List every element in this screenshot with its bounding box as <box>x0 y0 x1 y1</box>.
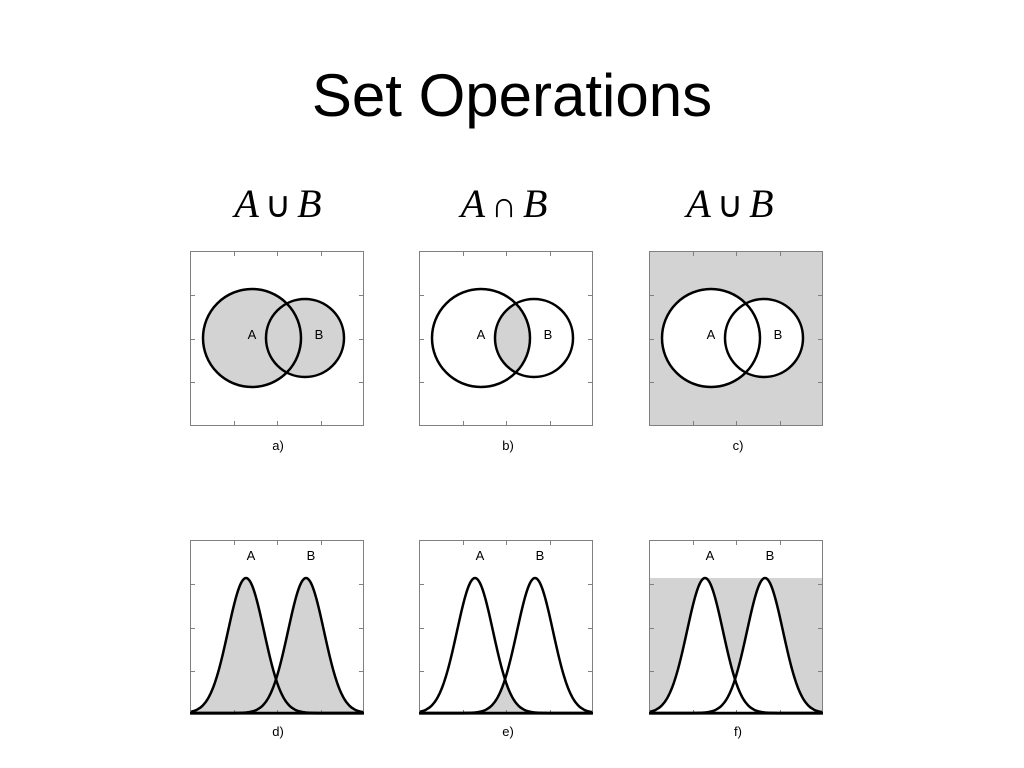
set-b-circle <box>264 297 346 379</box>
set-a-label: A <box>248 327 257 342</box>
union-symbol: ∪ <box>264 185 292 225</box>
slide-title: Set Operations <box>311 62 713 129</box>
set-b-label: B <box>307 548 316 563</box>
formula-right-operand: B <box>523 181 548 226</box>
set-b-circle <box>723 297 805 379</box>
caption-c: c) <box>732 438 744 453</box>
set-b-circle <box>493 297 575 379</box>
set-a-label: A <box>706 548 715 563</box>
formula-right-operand: B <box>297 181 322 226</box>
panel-frame <box>190 540 364 715</box>
set-a-circle <box>660 287 762 389</box>
set-a-label: A <box>476 548 485 563</box>
set-a-circle <box>430 287 532 389</box>
formula-left-operand: A <box>460 181 485 226</box>
caption-a: a) <box>272 438 284 453</box>
intersection-symbol: ∩ <box>491 185 517 225</box>
set-b-label: B <box>315 327 324 342</box>
intersection-shading <box>495 299 530 377</box>
panel-frame <box>649 540 823 715</box>
panel-frame <box>419 540 593 715</box>
formula-left-operand: A <box>686 181 711 226</box>
formula-left-operand: A <box>234 181 259 226</box>
set-a-label: A <box>477 327 486 342</box>
panel-frame <box>419 251 593 426</box>
formula-union: A∪B <box>158 178 398 231</box>
formula-complement-union: A∪B <box>610 178 850 231</box>
caption-b: b) <box>502 438 514 453</box>
set-b-fill <box>725 299 803 377</box>
set-b-label: B <box>774 327 783 342</box>
intersection-shading <box>420 679 592 713</box>
set-a-label: A <box>247 548 256 563</box>
panel-frame <box>190 251 364 426</box>
formula-intersection: A∩B <box>384 178 624 231</box>
panel-frame <box>649 251 823 426</box>
set-b-shading <box>266 299 344 377</box>
union-symbol: ∪ <box>716 185 744 225</box>
set-b-label: B <box>536 548 545 563</box>
caption-d: d) <box>272 724 284 739</box>
union-area-fill <box>650 578 822 713</box>
caption-e: e) <box>502 724 514 739</box>
set-a-circle <box>201 287 303 389</box>
set-a-label: A <box>707 327 716 342</box>
union-shading <box>191 578 363 713</box>
set-b-label: B <box>544 327 553 342</box>
caption-f: f) <box>734 724 742 739</box>
set-b-label: B <box>766 548 775 563</box>
formula-right-operand: B <box>749 181 774 226</box>
